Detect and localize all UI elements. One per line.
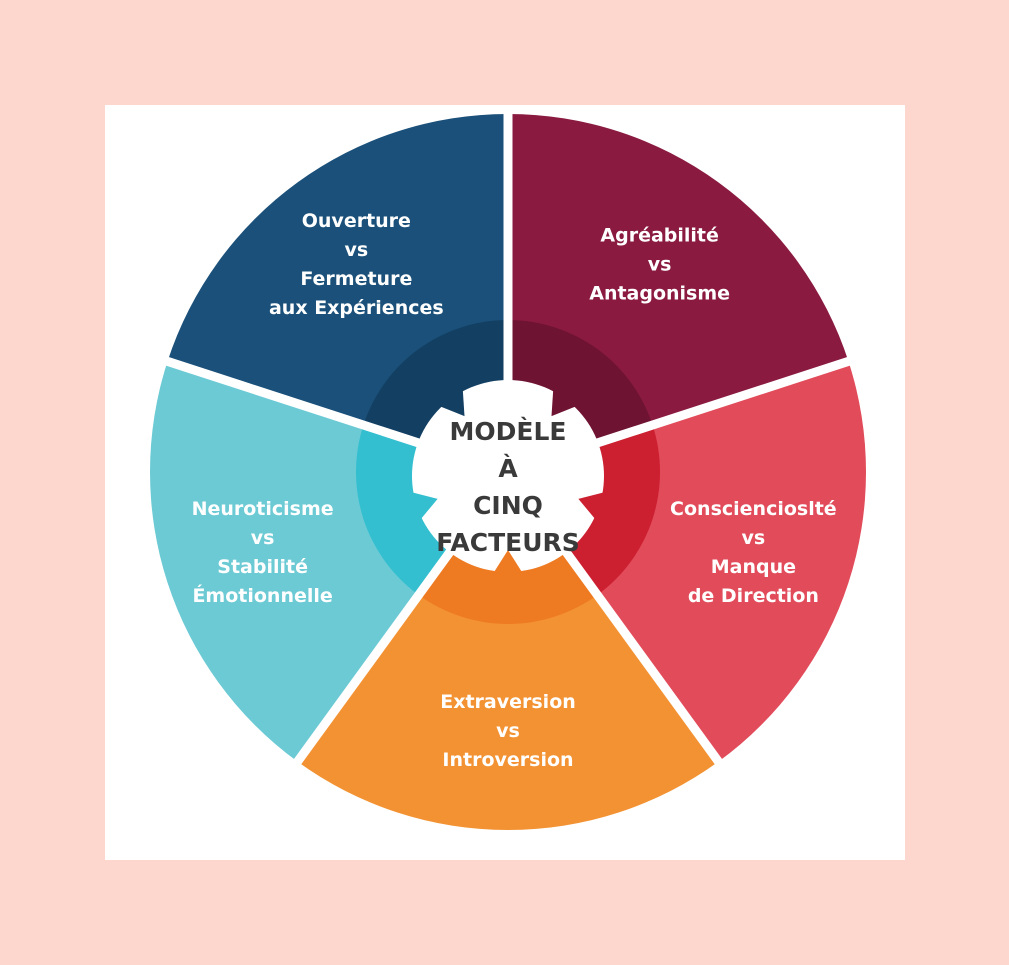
arrow-notch-icon [551, 386, 579, 417]
segment-label-line: Manque [711, 556, 796, 578]
segment-label-line: Ouverture [302, 210, 411, 232]
segment-wedge [297, 472, 719, 831]
segment-label-line: Agréabilité [600, 224, 719, 246]
segment-label-line: Introversion [442, 749, 573, 771]
center-hub [409, 380, 607, 575]
center-circle [412, 380, 604, 572]
segment-label-line: Fermeture [300, 268, 412, 290]
segment-label-line: Extraversion [440, 691, 576, 713]
center-title-line: MODÈLE [450, 417, 567, 446]
segment-label-line: Neuroticisme [192, 498, 334, 520]
segment-label-line: de Direction [688, 585, 819, 607]
segment-label-line: Antagonisme [589, 282, 730, 304]
segment-label-line: vs [742, 527, 766, 549]
segment-label-line: Émotionnelle [192, 584, 332, 607]
arrow-notch-icon [409, 491, 438, 522]
segment-label-line: aux Expériences [269, 297, 444, 319]
center-title-line: FACTEURS [436, 528, 580, 557]
arrow-notch-icon [437, 386, 465, 417]
segment-label-line: Consciencioslté [670, 498, 837, 520]
arrow-notch-icon [492, 550, 524, 575]
arrow-notch-icon [578, 491, 607, 522]
segment-label-line: Stabilité [217, 556, 308, 578]
segment-label-line: vs [344, 239, 368, 261]
segment-label-line: vs [648, 253, 672, 275]
segment-label-line: vs [496, 720, 520, 742]
center-title-line: CINQ [473, 491, 543, 520]
center-title-line: À [498, 454, 518, 483]
segment-label-line: vs [251, 527, 275, 549]
